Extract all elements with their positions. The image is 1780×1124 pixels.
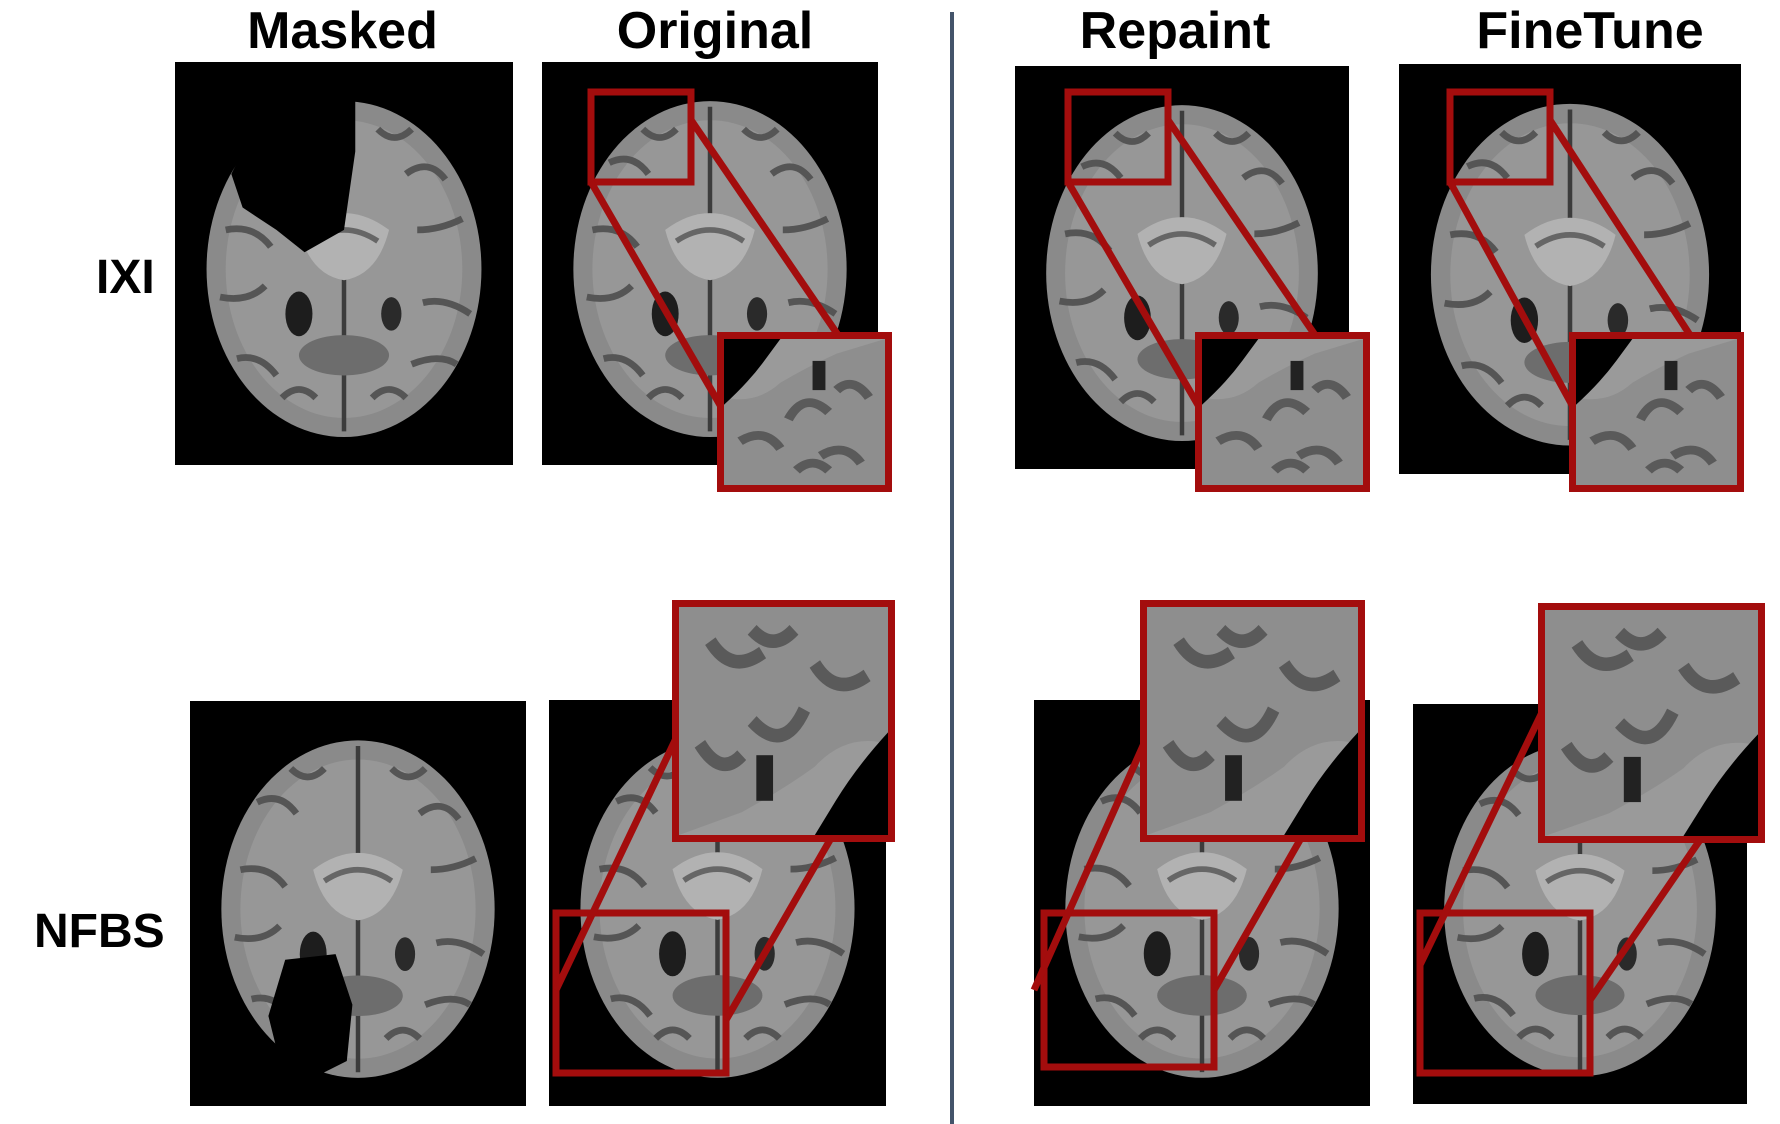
column-header-original: Original (616, 2, 814, 60)
row-label-ixi: IXI (96, 251, 155, 304)
row-label-nfbs: NFBS (34, 905, 165, 958)
nfbs-original-zoom-inset (672, 600, 895, 842)
nfbs-masked-scan (190, 701, 526, 1106)
nfbs-finetune-zoom-inset (1538, 603, 1765, 843)
column-header-masked: Masked (247, 2, 438, 60)
section-divider (950, 12, 954, 1124)
ixi-masked-scan (175, 62, 513, 465)
ixi-original-zoom-inset (717, 332, 892, 492)
column-header-repaint: Repaint (1079, 2, 1271, 60)
ixi-repaint-zoom-inset (1195, 332, 1370, 492)
ixi-finetune-zoom-inset (1569, 332, 1744, 492)
column-header-finetune: FineTune (1476, 2, 1704, 60)
nfbs-repaint-zoom-inset (1140, 600, 1365, 842)
